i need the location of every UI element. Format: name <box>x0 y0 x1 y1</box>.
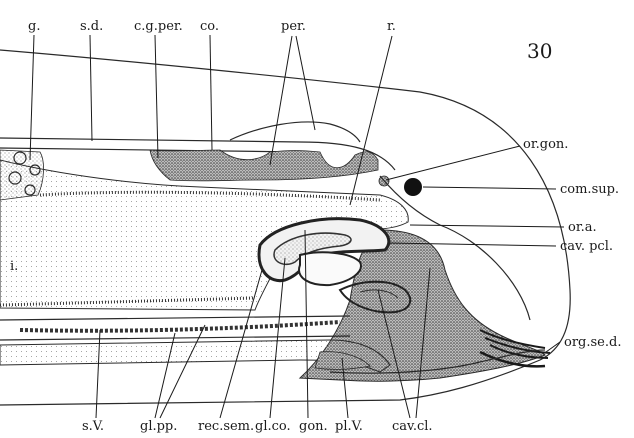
coil-1 <box>299 252 361 285</box>
pericardium-region <box>150 150 378 181</box>
label-orgon: or.gon. <box>523 137 568 152</box>
label-i: i. <box>10 259 18 274</box>
label-cgper: c.g.per. <box>134 19 183 34</box>
vesicle-chain <box>20 322 340 331</box>
label-gon: gon. <box>299 419 328 434</box>
commissure-superior <box>404 178 422 196</box>
leader-glpp-2 <box>160 325 205 418</box>
label-glco: gl.co. <box>255 419 291 434</box>
leader-ora <box>410 225 564 227</box>
label-sv: s.V. <box>82 419 104 434</box>
label-cavcl: cav.cl. <box>392 419 433 434</box>
leader-g <box>30 35 34 160</box>
leader-sd <box>90 35 92 141</box>
figure-number: 30 <box>527 39 552 63</box>
leader-orgon <box>386 146 520 180</box>
pericardium-top <box>230 122 360 142</box>
leader-comsup <box>423 187 556 189</box>
label-recsem: rec.sem. <box>198 419 254 434</box>
label-plv: pl.V. <box>335 419 363 434</box>
leader-per-1 <box>270 36 292 165</box>
label-g: g. <box>28 19 40 34</box>
leader-co <box>210 35 212 150</box>
label-sd: s.d. <box>80 19 103 34</box>
leader-per-2 <box>296 36 315 130</box>
vesicle-line-bottom <box>0 336 350 340</box>
label-comsup: com.sup. <box>560 182 619 197</box>
label-per: per. <box>281 19 306 34</box>
label-r: r. <box>387 19 396 34</box>
label-orgsed: org.se.d. <box>564 335 621 350</box>
label-ora: or.a. <box>568 220 597 235</box>
label-glpp: gl.pp. <box>140 419 177 434</box>
label-cavpcl: cav. pcl. <box>560 239 613 254</box>
vesicle-line-top <box>0 316 350 320</box>
label-co: co. <box>200 19 219 34</box>
